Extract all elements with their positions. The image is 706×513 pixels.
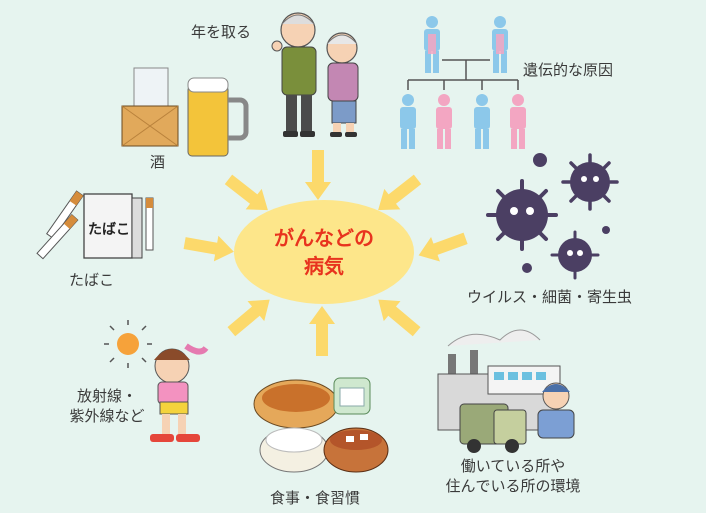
beer-and-sake-icon bbox=[121, 67, 249, 157]
center-label-line2: 病気 bbox=[304, 254, 344, 278]
elderly-couple-icon bbox=[271, 12, 359, 137]
arrow-bottom bbox=[309, 306, 335, 356]
label-heredity: 遺伝的な原因 bbox=[523, 61, 614, 79]
label-radiation-line2: 紫外線など bbox=[69, 407, 145, 425]
arrow-bottom-left bbox=[227, 299, 270, 337]
label-aging: 年を取る bbox=[191, 23, 252, 41]
arrow-left bbox=[183, 235, 234, 262]
cigarettes-icon: たばこ bbox=[36, 190, 154, 260]
family-tree-icon bbox=[400, 16, 526, 149]
center-label-line1: がんなどの bbox=[274, 226, 374, 250]
factory-icon bbox=[437, 329, 575, 453]
arrow-right bbox=[418, 232, 468, 262]
arrow-top-right bbox=[378, 174, 422, 211]
meal-icon bbox=[253, 377, 389, 473]
label-environment-line1: 働いている所や bbox=[460, 457, 566, 475]
center-ellipse bbox=[234, 200, 414, 304]
arrow-top bbox=[305, 150, 331, 200]
arrows bbox=[183, 150, 468, 356]
label-environment-line2: 住んでいる所の環境 bbox=[445, 477, 581, 495]
label-environment: 働いている所や 住んでいる所の環境 bbox=[441, 456, 585, 496]
center-label: がんなどの 病気 bbox=[236, 224, 412, 280]
virus-icon bbox=[486, 153, 619, 280]
label-radiation-line1: 放射線・ bbox=[76, 387, 137, 405]
label-diet: 食事・食習慣 bbox=[270, 489, 361, 507]
label-alcohol: 酒 bbox=[150, 153, 166, 171]
label-radiation: 放射線・ 紫外線など bbox=[69, 386, 145, 426]
label-pathogens: ウイルス・細菌・寄生虫 bbox=[467, 288, 633, 306]
svg-text:たばこ: たばこ bbox=[88, 222, 130, 238]
sun-girl-icon bbox=[104, 320, 209, 442]
arrow-top-left bbox=[224, 174, 268, 211]
label-tobacco: たばこ bbox=[69, 271, 115, 289]
arrow-bottom-right bbox=[378, 299, 421, 337]
